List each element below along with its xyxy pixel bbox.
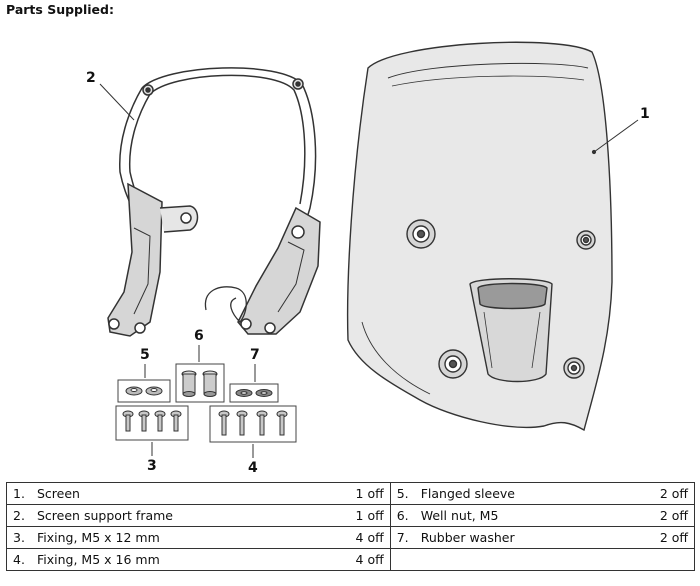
callout-screen: 1 (640, 106, 650, 122)
part-quantity: 4 off (312, 548, 391, 571)
part-quantity: 2 off (617, 482, 695, 505)
rubber-washer-parts (235, 389, 273, 397)
part-number: 4. (6, 548, 31, 571)
fixing-16-box (209, 405, 297, 443)
table-row: 2. Screen support frame 1 off 6. Well nu… (6, 504, 695, 527)
support-frame-drawing (107, 67, 321, 337)
screen-leader-line (593, 119, 639, 153)
part-quantity: 2 off (617, 504, 695, 527)
part-number: 1. (6, 482, 31, 505)
callout-support-frame: 2 (86, 70, 96, 86)
parts-table: 1. Screen 1 off 5. Flanged sleeve 2 off … (6, 482, 695, 571)
part-quantity: 2 off (617, 526, 695, 549)
callout-rubber-washer: 7 (250, 347, 260, 363)
callout-well-nut: 6 (194, 328, 204, 344)
part-description: Fixing, M5 x 16 mm (31, 548, 313, 571)
callout-flanged-sleeve: 5 (140, 347, 150, 363)
part-description: Screen support frame (31, 504, 313, 527)
well-nut-parts (181, 370, 218, 397)
parts-illustration: 1 2 5 6 7 (86, 41, 650, 476)
parts-supplied-heading: Parts Supplied: (6, 2, 114, 17)
part-quantity (617, 548, 695, 571)
part-description: Rubber washer (414, 526, 617, 549)
part-description: Flanged sleeve (414, 482, 617, 505)
part-number: 2. (6, 504, 31, 527)
callout-fixing-12: 3 (147, 458, 157, 474)
rubber-washer-box (229, 383, 279, 403)
frame-leader-line (99, 83, 135, 121)
part-quantity: 1 off (312, 482, 391, 505)
table-row: 3. Fixing, M5 x 12 mm 4 off 7. Rubber wa… (6, 526, 695, 549)
flanged-sleeve-box (117, 379, 171, 403)
table-row: 4. Fixing, M5 x 16 mm 4 off (6, 548, 695, 571)
part-description: Fixing, M5 x 12 mm (31, 526, 313, 549)
fixing-12-bolts (122, 410, 182, 432)
part-number: 7. (389, 526, 415, 549)
part-description: Well nut, M5 (414, 504, 617, 527)
callout-fixing-16: 4 (248, 460, 258, 476)
fixing-16-bolts (218, 410, 288, 436)
part-description: Screen (31, 482, 313, 505)
part-quantity: 4 off (312, 526, 391, 549)
screen-drawing (346, 41, 613, 432)
well-nut-box (175, 363, 225, 403)
part-quantity: 1 off (312, 504, 391, 527)
table-row: 1. Screen 1 off 5. Flanged sleeve 2 off (6, 482, 695, 505)
fixing-12-box (115, 405, 189, 441)
part-number: 5. (389, 482, 415, 505)
part-number (389, 548, 415, 571)
part-number: 3. (6, 526, 31, 549)
part-description (414, 548, 617, 571)
part-number: 6. (389, 504, 415, 527)
flanged-sleeve-parts (125, 386, 163, 396)
